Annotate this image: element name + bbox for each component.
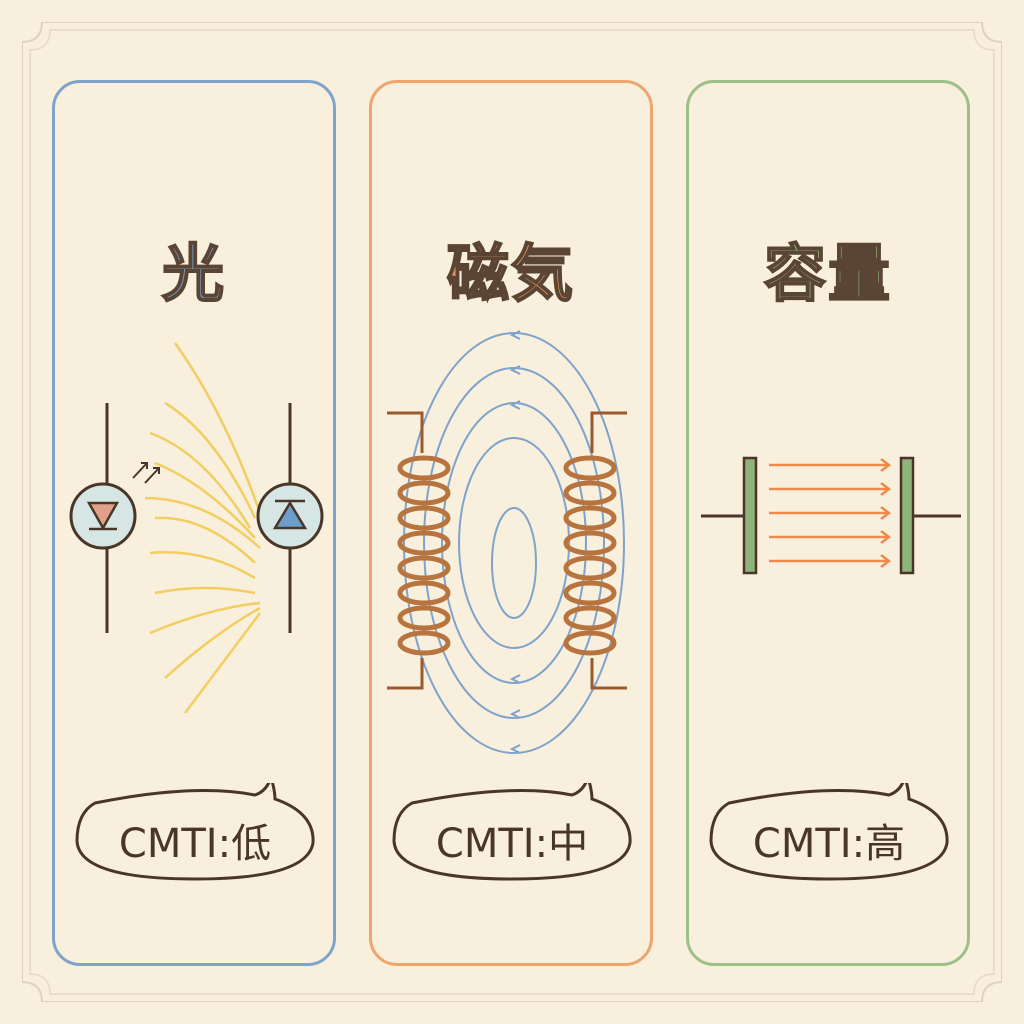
cmti-label: CMTI:高 (752, 821, 906, 867)
capacitor-plate-left (742, 456, 758, 575)
optocoupler-illustration (69, 342, 324, 714)
panel-title: 磁気 (446, 236, 575, 311)
cmti-label: CMTI:中 (435, 821, 589, 867)
decorative-frame (22, 22, 1002, 1002)
capacitive-panel: 容量 CMTI:高 (686, 80, 970, 966)
panel-title: 光 (161, 236, 226, 311)
cmti-label: CMTI:低 (118, 821, 272, 867)
capacitor-illustration (701, 456, 961, 575)
cmti-bubble: CMTI:高 (709, 783, 949, 883)
magnetic-panel: 磁気 CMTI:中 (369, 80, 653, 966)
optical-panel: 光 CMTI:低 (52, 80, 336, 966)
panel-title: 容量 (763, 236, 892, 311)
magnetic-coupling-illustration (387, 330, 627, 754)
cmti-bubble: CMTI:低 (75, 783, 315, 883)
cmti-bubble: CMTI:中 (392, 783, 632, 883)
coil-icon (397, 455, 617, 656)
capacitor-plate-right (899, 456, 915, 575)
